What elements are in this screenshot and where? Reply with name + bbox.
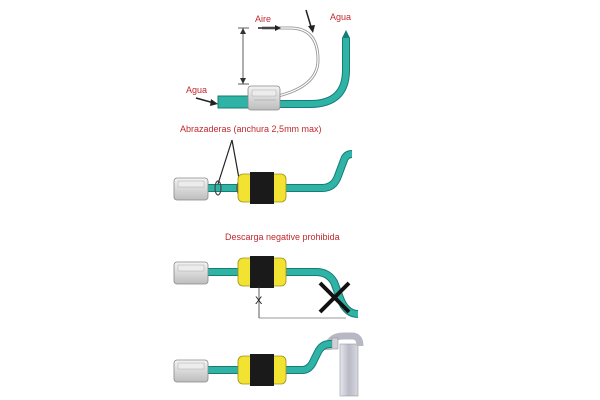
pump-unit-icon xyxy=(173,177,209,201)
pump-unit-icon xyxy=(247,85,281,111)
panel-correct-installation xyxy=(173,332,364,397)
label-agua-in: Agua xyxy=(186,85,207,95)
label-agua-out: Agua xyxy=(330,12,351,22)
pump-unit-icon xyxy=(173,261,209,285)
negative-discharge-note: Descarga negative prohibida xyxy=(225,232,340,242)
panel-negative-discharge: Descarga negative prohibida X xyxy=(173,232,359,319)
pump-unit-icon xyxy=(173,359,209,383)
drain-pipe xyxy=(339,343,359,397)
panel-clamps: Abrazaderas (anchura 2,5mm max) xyxy=(173,124,353,204)
clamps-note: Abrazaderas (anchura 2,5mm max) xyxy=(180,124,322,134)
clamp-icon xyxy=(214,180,222,196)
inlet-hose xyxy=(217,95,251,109)
cross-mark-icon xyxy=(318,281,351,314)
label-aire: Aire xyxy=(255,14,271,24)
tank-unit-icon xyxy=(237,172,287,204)
tank-unit-icon xyxy=(237,354,287,386)
tank-unit-icon xyxy=(237,256,287,288)
panel-overview: Aire Agua Agua xyxy=(186,9,351,111)
x-dimension-label: X xyxy=(255,295,263,307)
